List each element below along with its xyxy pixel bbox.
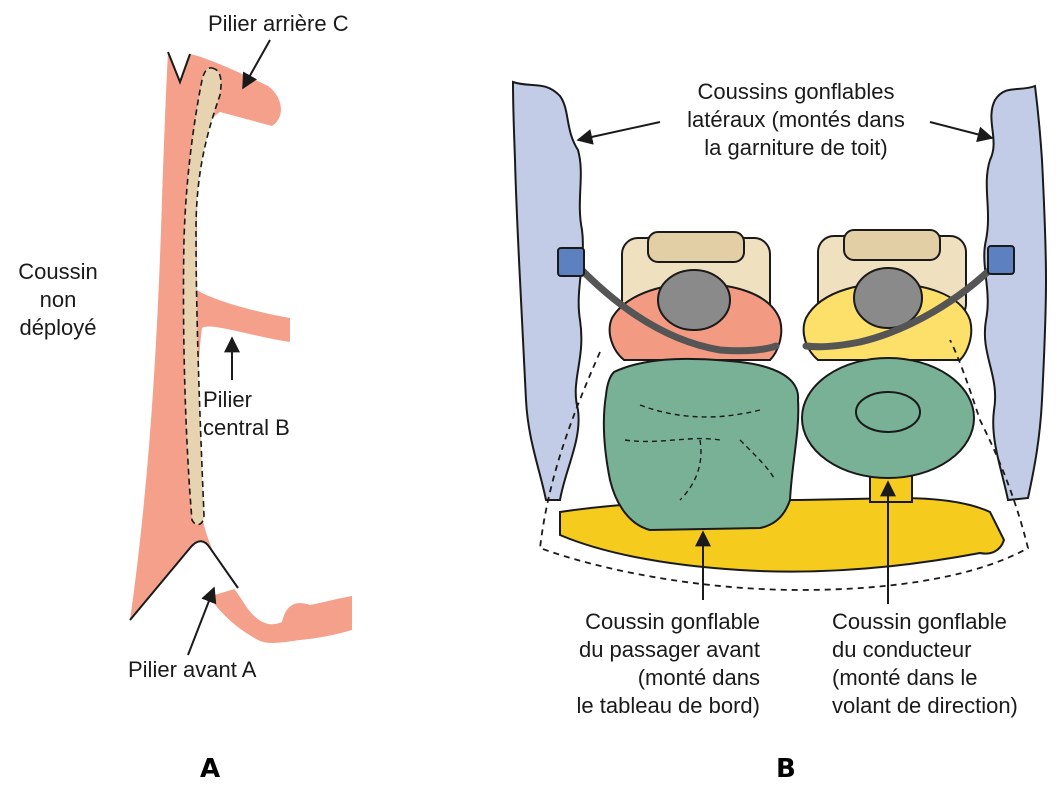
panel-a-letter: A <box>200 754 220 784</box>
left-belt-anchor <box>558 248 584 276</box>
label-driver-airbag: Coussin gonflable du conducteur (monté d… <box>832 608 1018 720</box>
panel-a-drawing <box>130 52 352 643</box>
driver-head <box>854 268 922 328</box>
passenger-headrest <box>648 232 744 262</box>
pillar-body <box>130 52 352 643</box>
label-front-pillar: Pilier avant A <box>128 656 256 684</box>
driver-airbag <box>802 358 974 478</box>
driver-headrest <box>844 230 940 260</box>
label-rear-pillar: Pilier arrière C <box>208 10 349 38</box>
passenger-head <box>658 270 730 330</box>
right-curtain-airbag <box>984 86 1046 500</box>
left-curtain-airbag <box>513 82 583 500</box>
label-stowed-airbag: Coussin non déployé <box>10 258 106 342</box>
label-side-curtains: Coussins gonflables latéraux (montés dan… <box>634 78 958 162</box>
right-belt-anchor <box>988 246 1014 274</box>
label-passenger-airbag: Coussin gonflable du passager avant (mon… <box>520 608 760 720</box>
panel-b-letter: B <box>776 754 796 784</box>
label-center-pillar: Pilier central B <box>203 386 290 442</box>
